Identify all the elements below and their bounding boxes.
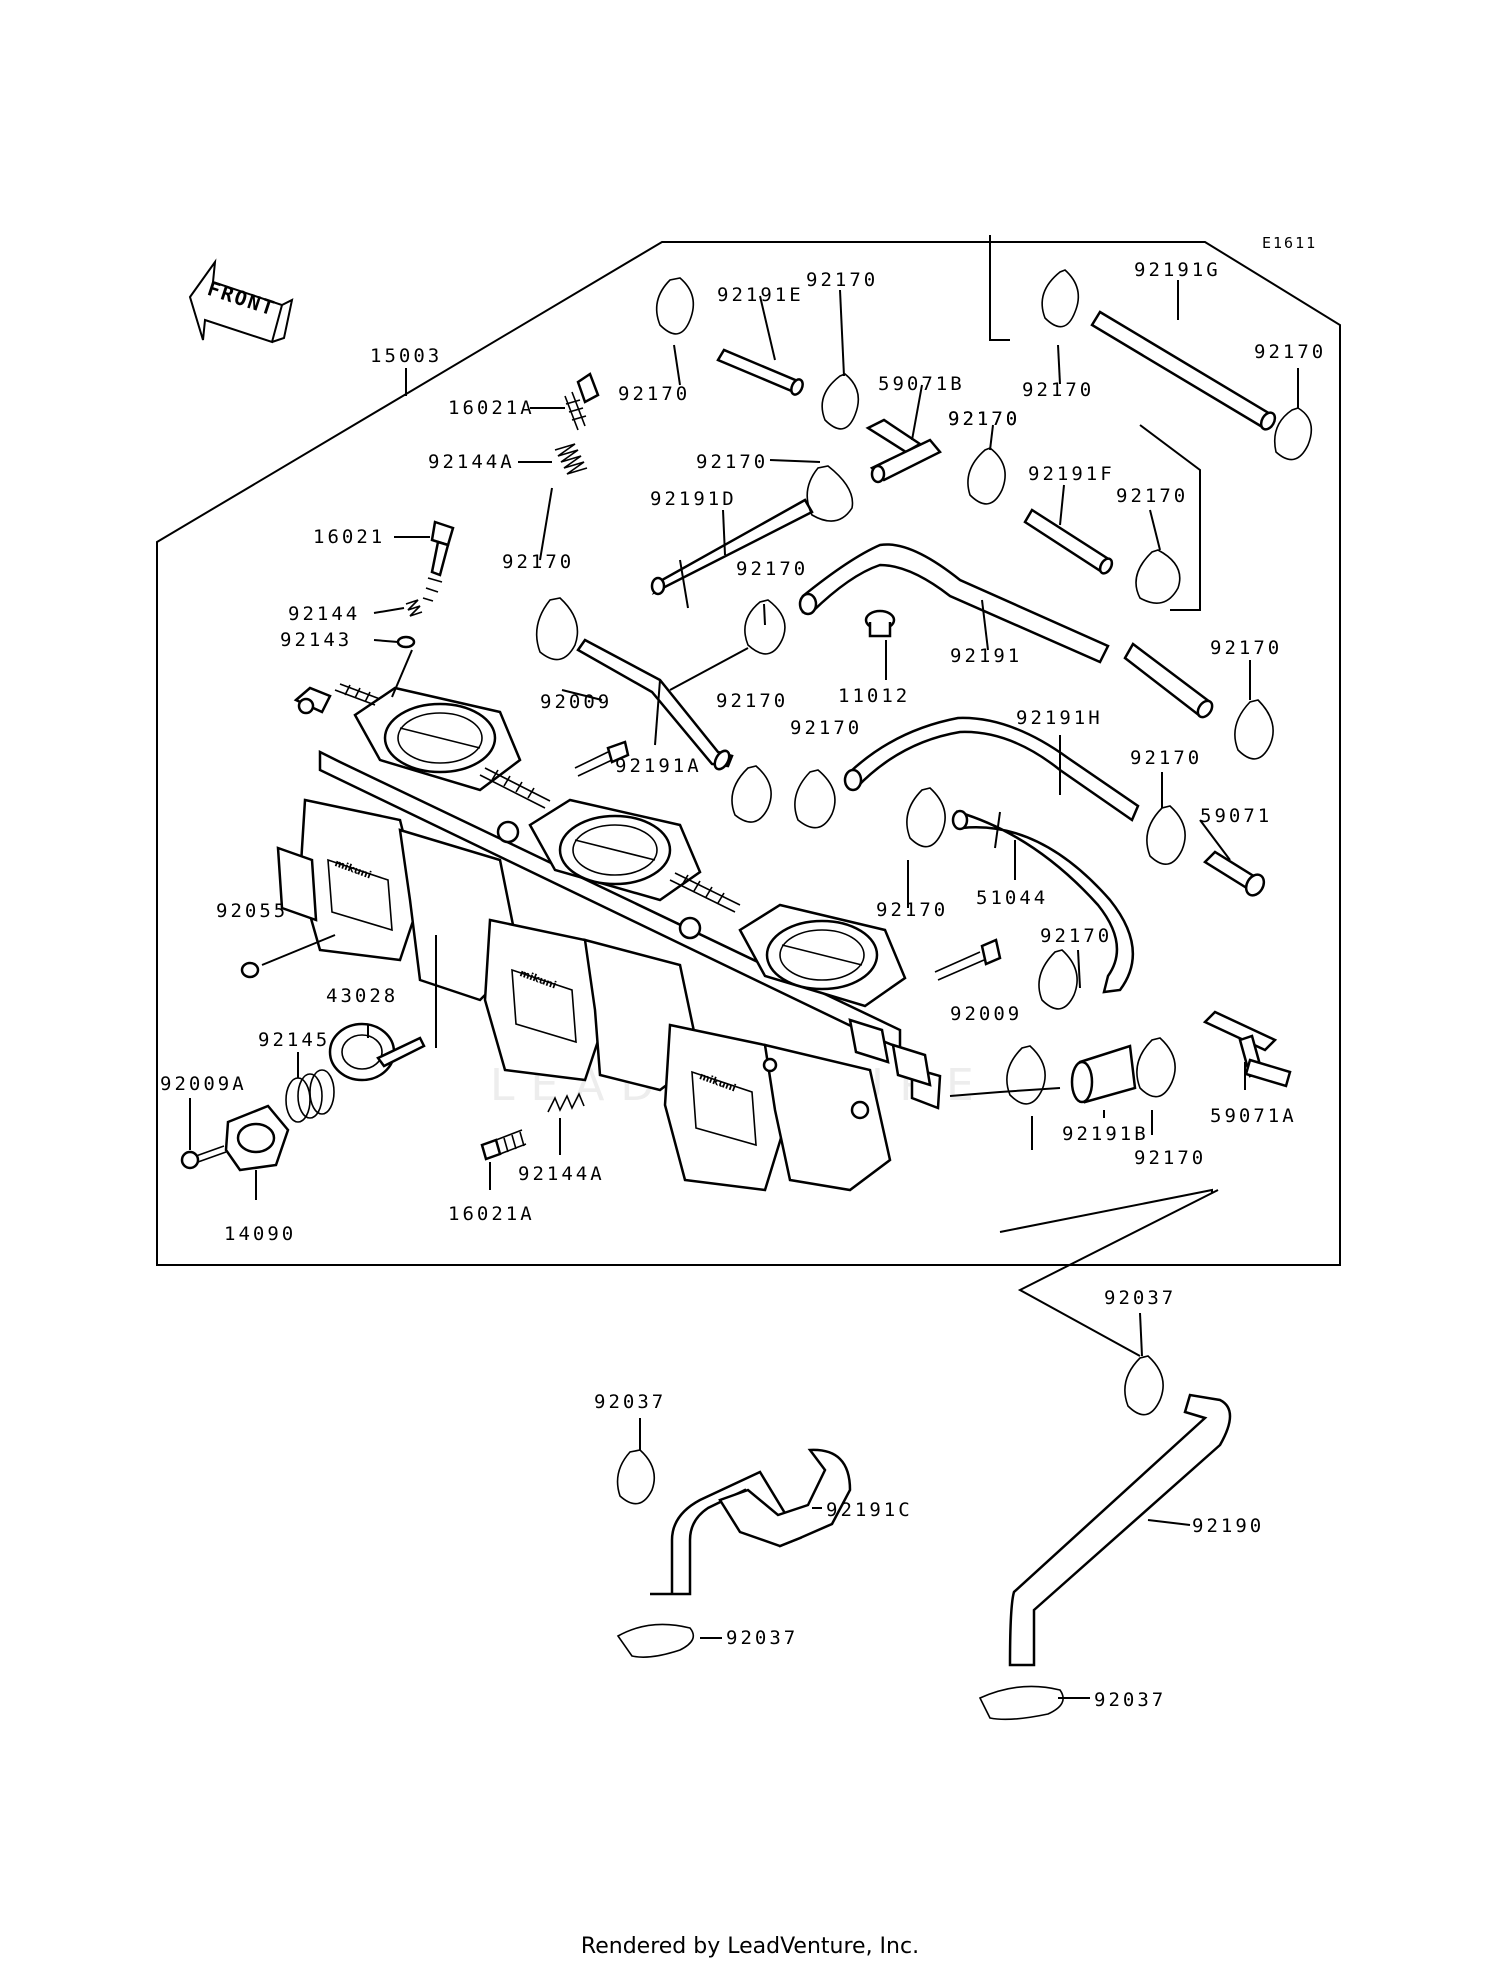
throttle-bore-3: [738, 903, 907, 1008]
callout-92009-right: 92009: [950, 1003, 1022, 1025]
callout-92191E: 92191E: [717, 284, 804, 306]
spring-92144: [405, 599, 423, 617]
callout-14090: 14090: [224, 1223, 296, 1245]
spring-92145: [285, 1069, 335, 1123]
callout-92055: 92055: [216, 900, 288, 922]
callout-92170-n: 92170: [1130, 747, 1202, 769]
throttle-bore-2: [528, 798, 702, 902]
callout-92170-h: 92170: [790, 717, 862, 739]
callout-92191D: 92191D: [650, 488, 737, 510]
hose-92191H: [843, 716, 1140, 822]
callout-92191B: 92191B: [1062, 1123, 1149, 1145]
callout-92191A: 92191A: [615, 755, 702, 777]
callout-92037-a: 92037: [1104, 1287, 1176, 1309]
callout-92191H: 92191H: [1016, 707, 1103, 729]
diagram-code: E1611: [1262, 234, 1317, 252]
fitting-59071: [1203, 850, 1266, 897]
carb-body-3: mikuni: [663, 1018, 942, 1192]
assembly-boundary: [156, 241, 1341, 1266]
front-arrow-icon: FRONT: [188, 258, 294, 344]
spring-92144A-top: [554, 443, 588, 475]
callout-16021A-top: 16021A: [448, 397, 535, 419]
hose-92191F: [1023, 508, 1114, 575]
washer-92143: [396, 635, 416, 649]
callout-16021A-bottom: 16021A: [448, 1203, 535, 1225]
spring-92144A-bottom: [547, 1092, 585, 1113]
hose-92191A: [576, 638, 734, 771]
callout-92170-c: 92170: [806, 269, 878, 291]
callout-92170-b: 92170: [618, 383, 690, 405]
front-label: FRONT: [205, 276, 279, 321]
callout-92144: 92144: [288, 603, 360, 625]
throttle-bore-1: [353, 686, 522, 792]
footer-credit: Rendered by LeadVenture, Inc.: [580, 1934, 920, 1959]
screw-16021A-bottom: [480, 1129, 527, 1161]
fitting-59071A: [1202, 1010, 1292, 1088]
callout-labels: 15003 16021A 92144A 16021 92144 92143 92…: [160, 259, 1326, 1711]
callout-92191C: 92191C: [826, 1499, 913, 1521]
bolt-92009-right: [934, 938, 1002, 981]
callout-92170-q: 92170: [1134, 1147, 1206, 1169]
callout-92170-a: 92170: [502, 551, 574, 573]
hose-clamps: [535, 269, 1313, 1721]
callout-92170-d: 92170: [948, 408, 1020, 430]
callout-16021: 16021: [313, 526, 385, 548]
callout-59071: 59071: [1200, 805, 1272, 827]
callout-92170-j: 92170: [1254, 341, 1326, 363]
callout-92170-i: 92170: [1022, 379, 1094, 401]
callout-92170-l: 92170: [1116, 485, 1188, 507]
callout-92037-c: 92037: [726, 1627, 798, 1649]
callout-92170-p: 92170: [1040, 925, 1112, 947]
hose-92191G: [1090, 310, 1277, 431]
screw-92009A: [180, 1145, 227, 1170]
callout-59071B: 59071B: [878, 373, 965, 395]
diaphragm-43028: [328, 1022, 426, 1082]
screw-16021A-top: [564, 372, 600, 431]
callout-92037-b: 92037: [594, 1391, 666, 1413]
carburetor-assembly: mikuni mikuni mikuni: [276, 683, 942, 1192]
callout-15003: 15003: [370, 345, 442, 367]
callout-92009-left: 92009: [540, 691, 612, 713]
callout-92170-m: 92170: [1210, 637, 1282, 659]
callout-92144A-top: 92144A: [428, 451, 515, 473]
screw-16021: [422, 520, 455, 602]
callout-92191F: 92191F: [1028, 463, 1115, 485]
callout-11012: 11012: [838, 685, 910, 707]
callout-92191G: 92191G: [1134, 259, 1221, 281]
callout-92144A-bottom: 92144A: [518, 1163, 605, 1185]
callout-92037-d: 92037: [1094, 1689, 1166, 1711]
hose-92191E: [716, 348, 804, 396]
leader-lines: [189, 235, 1299, 1699]
callout-92170-k: 92170: [948, 408, 1020, 430]
callout-92170-e: 92170: [696, 451, 768, 473]
hose-92191: [798, 543, 1214, 719]
hose-92191D: [650, 498, 814, 596]
bolt-92009-left: [574, 740, 630, 777]
hose-51044: [951, 809, 1135, 994]
callout-51044: 51044: [976, 887, 1048, 909]
fitting-11012: [864, 609, 896, 638]
callout-92143: 92143: [280, 629, 352, 651]
callout-92170-g: 92170: [716, 690, 788, 712]
callout-92170-o: 92170: [876, 899, 948, 921]
cover-14090: [224, 1104, 290, 1172]
callout-43028: 43028: [326, 985, 398, 1007]
callout-92145: 92145: [258, 1029, 330, 1051]
fitting-59071B: [865, 418, 942, 484]
callout-92009A: 92009A: [160, 1073, 247, 1095]
hose-92191C: [650, 1448, 852, 1596]
callout-92190: 92190: [1192, 1515, 1264, 1537]
hose-92191B: [1070, 1044, 1137, 1104]
callout-92170-f: 92170: [736, 558, 808, 580]
oring-92055: [240, 961, 260, 979]
hose-92190: [1008, 1393, 1232, 1667]
callout-92191: 92191: [950, 645, 1022, 667]
callout-59071A: 59071A: [1210, 1105, 1297, 1127]
